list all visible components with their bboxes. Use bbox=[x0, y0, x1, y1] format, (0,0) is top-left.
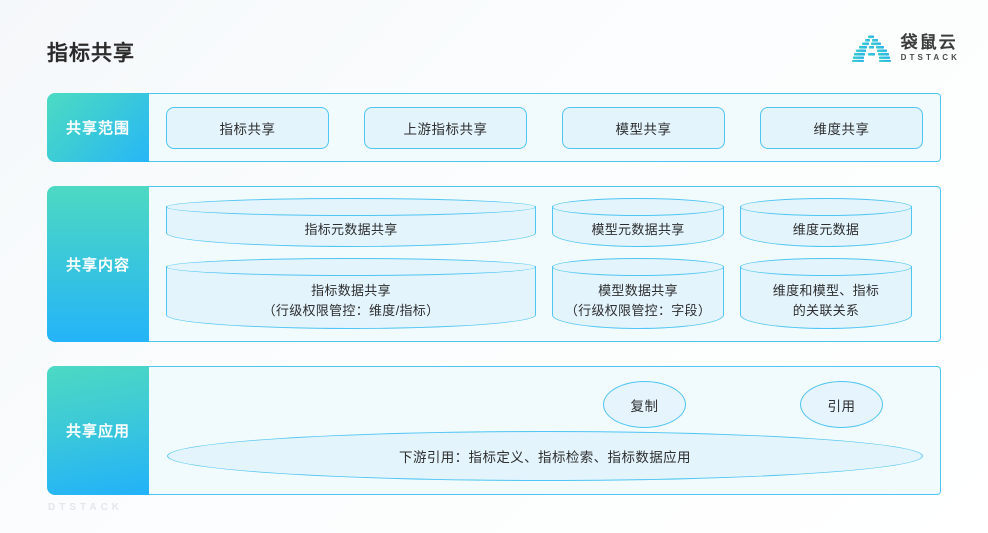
brand-logo: 袋鼠云 DTSTACK bbox=[851, 34, 960, 62]
slide-header: 指标共享 bbox=[0, 0, 988, 86]
arch-blocks-icon bbox=[851, 35, 891, 62]
cylinder-label-line2: 的关联关系 bbox=[792, 303, 860, 318]
scope-item-model-share[interactable]: 模型共享 bbox=[562, 106, 725, 149]
row-label-share-application: 共享应用 bbox=[47, 366, 149, 495]
cylinder-model-metadata-share[interactable]: 模型元数据共享 bbox=[551, 198, 725, 247]
cylinder-label-line1: 维度和模型、指标 bbox=[772, 282, 880, 298]
cylinder-label-line2: （行级权限管控：字段） bbox=[564, 303, 712, 318]
row-label-share-scope: 共享范围 bbox=[47, 93, 149, 162]
application-area: 复制 引用 下游引用：指标定义、指标检索、指标数据应用 bbox=[149, 367, 940, 494]
cylinder-label: 模型数据共享 （行级权限管控：字段） bbox=[565, 281, 711, 321]
bubble-reference[interactable]: 引用 bbox=[800, 381, 883, 428]
scope-item-track: 指标共享 上游指标共享 模型共享 维度共享 bbox=[149, 94, 940, 161]
cylinder-label: 维度和模型、指标 的关联关系 bbox=[773, 281, 879, 321]
cylinder-label-line2: （行级权限管控：维度/指标） bbox=[262, 303, 440, 318]
row-share-content: 共享内容 指标元数据共享 指标数据共享 （行级权限管控：维度/指标） bbox=[47, 186, 941, 342]
row-panel-share-content: 指标元数据共享 指标数据共享 （行级权限管控：维度/指标） 模型元数据共享 bbox=[149, 186, 941, 342]
cylinder-label: 模型元数据共享 bbox=[591, 221, 685, 237]
row-panel-share-application: 复制 引用 下游引用：指标定义、指标检索、指标数据应用 bbox=[149, 366, 941, 495]
content-column-metric: 指标元数据共享 指标数据共享 （行级权限管控：维度/指标） bbox=[165, 198, 537, 329]
brand-wordmark: 袋鼠云 DTSTACK bbox=[901, 34, 960, 62]
page-title: 指标共享 bbox=[47, 42, 135, 65]
content-column-model: 模型元数据共享 模型数据共享 （行级权限管控：字段） bbox=[551, 198, 725, 329]
row-panel-share-scope: 指标共享 上游指标共享 模型共享 维度共享 bbox=[149, 93, 941, 162]
cylinder-label: 指标元数据共享 bbox=[304, 221, 398, 237]
brand-name-cn: 袋鼠云 bbox=[900, 33, 958, 52]
downstream-reference-banner[interactable]: 下游引用：指标定义、指标检索、指标数据应用 bbox=[167, 431, 923, 481]
cylinder-metric-data-share[interactable]: 指标数据共享 （行级权限管控：维度/指标） bbox=[165, 258, 537, 329]
cylinder-label: 指标数据共享 （行级权限管控：维度/指标） bbox=[263, 281, 440, 321]
cylinder-model-data-share[interactable]: 模型数据共享 （行级权限管控：字段） bbox=[551, 258, 725, 329]
content-grid: 指标元数据共享 指标数据共享 （行级权限管控：维度/指标） 模型元数据共享 bbox=[149, 187, 940, 341]
brand-name-en: DTSTACK bbox=[900, 53, 960, 62]
cylinder-metric-metadata-share[interactable]: 指标元数据共享 bbox=[165, 198, 537, 247]
cylinder-label: 维度元数据 bbox=[792, 221, 860, 237]
content-column-dimension: 维度元数据 维度和模型、指标 的关联关系 bbox=[739, 198, 913, 329]
scope-item-metric-share[interactable]: 指标共享 bbox=[166, 106, 329, 149]
footer-watermark: DTSTACK bbox=[48, 502, 124, 513]
cylinder-dimension-model-metric-relation[interactable]: 维度和模型、指标 的关联关系 bbox=[739, 258, 913, 329]
row-label-share-content: 共享内容 bbox=[47, 186, 149, 342]
cylinder-label-line1: 模型数据共享 bbox=[598, 282, 678, 298]
scope-item-dimension-share[interactable]: 维度共享 bbox=[760, 106, 923, 149]
cylinder-dimension-metadata[interactable]: 维度元数据 bbox=[739, 198, 913, 247]
row-share-scope: 共享范围 指标共享 上游指标共享 模型共享 维度共享 bbox=[47, 93, 941, 162]
row-share-application: 共享应用 复制 引用 下游引用：指标定义、指标检索、指标数据应用 bbox=[47, 366, 941, 495]
bubble-copy[interactable]: 复制 bbox=[603, 381, 686, 428]
cylinder-label-line1: 指标数据共享 bbox=[311, 282, 391, 298]
scope-item-upstream-metric-share[interactable]: 上游指标共享 bbox=[364, 106, 527, 149]
